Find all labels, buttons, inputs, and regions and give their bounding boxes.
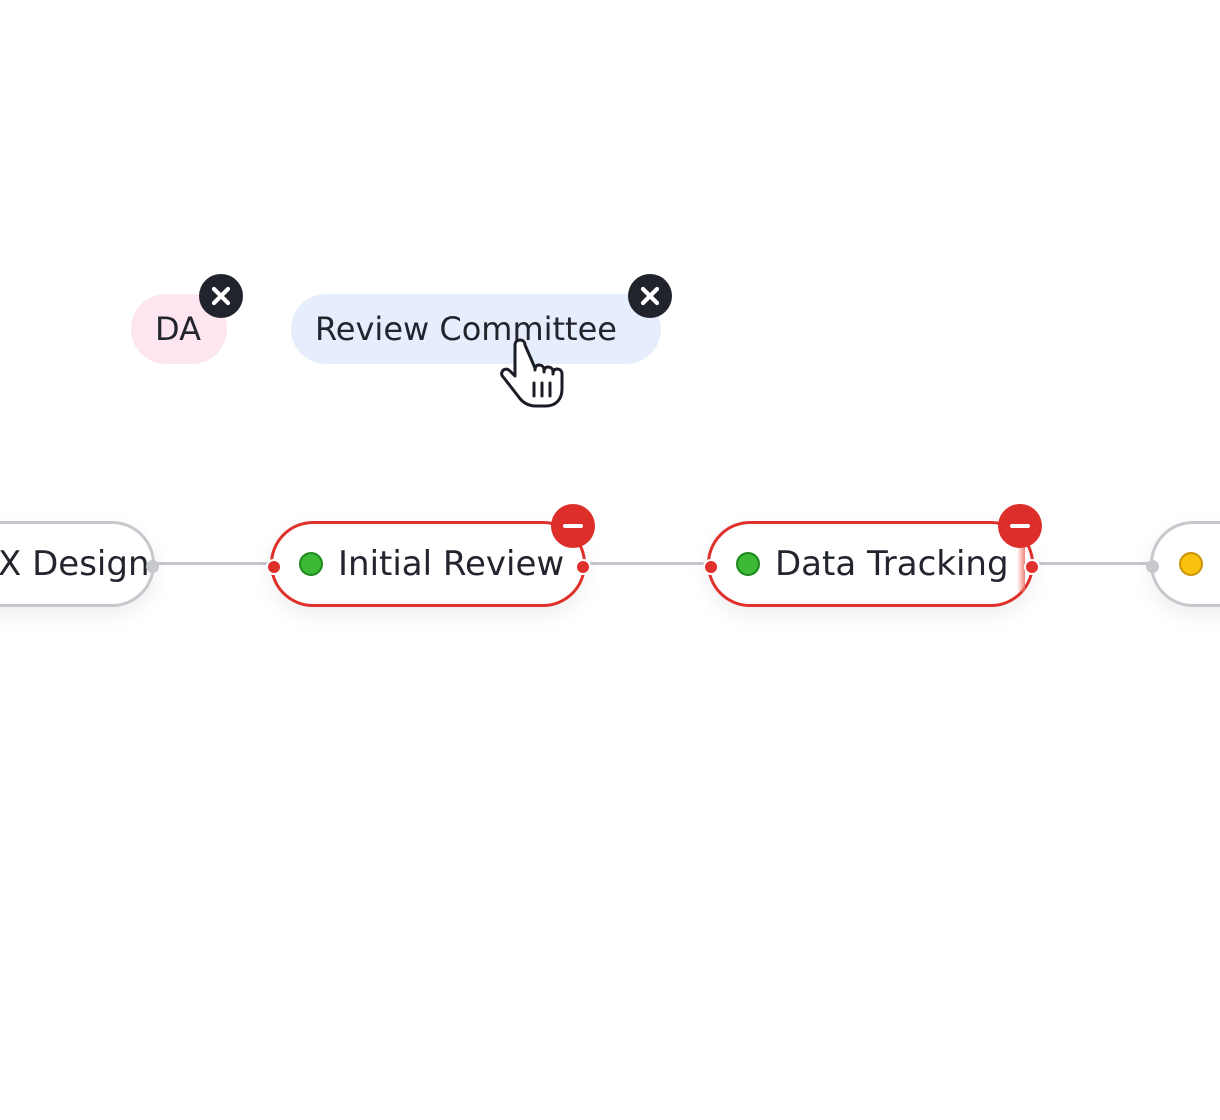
connector-line bbox=[590, 562, 706, 565]
chip-review-committee[interactable]: Review Committee bbox=[291, 274, 672, 364]
connector-line bbox=[154, 562, 270, 565]
pipeline-node-initial-review[interactable]: Initial Review bbox=[266, 504, 595, 607]
chip-da[interactable]: DA bbox=[131, 274, 243, 364]
output-port[interactable] bbox=[575, 559, 591, 575]
status-dot-yellow bbox=[1179, 552, 1203, 576]
node-label: X Design bbox=[0, 544, 150, 584]
input-port[interactable] bbox=[1146, 560, 1159, 573]
node-label: Data Tracking bbox=[775, 544, 1009, 584]
status-dot-green bbox=[736, 552, 760, 576]
close-icon[interactable] bbox=[628, 274, 672, 318]
output-port[interactable] bbox=[146, 560, 159, 573]
status-dot-green bbox=[299, 552, 323, 576]
output-port[interactable] bbox=[1024, 559, 1040, 575]
pipeline-node-next[interactable] bbox=[1146, 521, 1220, 607]
chip-label: DA bbox=[155, 310, 201, 348]
close-icon[interactable] bbox=[199, 274, 243, 318]
input-port[interactable] bbox=[703, 559, 719, 575]
pipeline-node-data-tracking[interactable]: Data Tracking bbox=[703, 504, 1042, 607]
resize-handle[interactable] bbox=[1017, 536, 1025, 592]
pipeline-node-design[interactable]: X Design bbox=[0, 521, 159, 607]
chip-label: Review Committee bbox=[315, 310, 617, 348]
node-label: Initial Review bbox=[338, 544, 565, 584]
connector-line bbox=[1038, 562, 1150, 565]
minus-circle-icon[interactable] bbox=[998, 504, 1042, 548]
minus-circle-icon[interactable] bbox=[551, 504, 595, 548]
input-port[interactable] bbox=[266, 559, 282, 575]
